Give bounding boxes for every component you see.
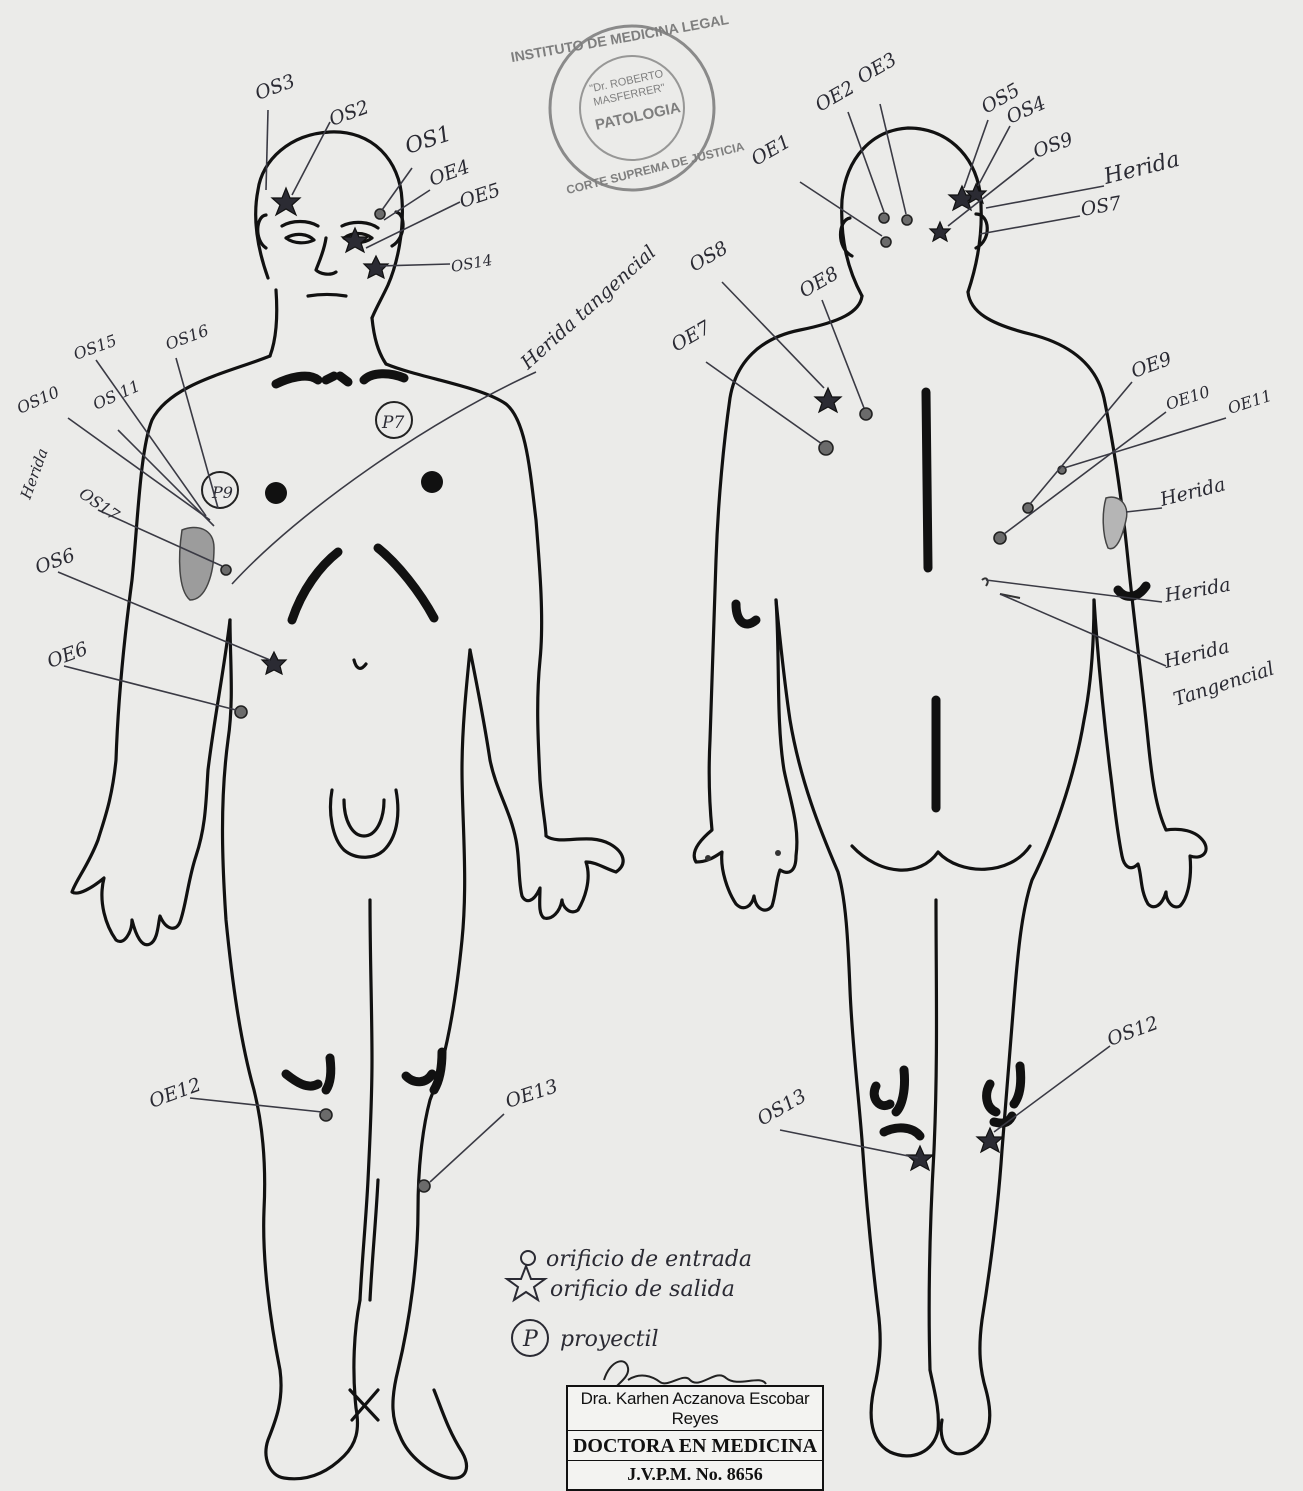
entry-mark-oe2 <box>879 213 889 223</box>
legend-projectile-label: proyectil <box>560 1327 659 1352</box>
entry-mark-oe12 <box>320 1109 332 1121</box>
label-p7: P7 <box>381 413 404 433</box>
entry-mark-oe13 <box>418 1180 430 1192</box>
doctor-title: DOCTORA EN MEDICINA <box>568 1431 822 1461</box>
legend-exit-label: orificio de salida <box>550 1277 735 1302</box>
entry-mark-os17 <box>221 565 231 575</box>
doctor-name: Dra. Karhen Aczanova Escobar Reyes <box>568 1387 822 1431</box>
entry-mark-oe3 <box>902 215 912 225</box>
legend-projectile-symbol: P <box>522 1327 539 1352</box>
legend-entry-label: orificio de entrada <box>546 1247 752 1272</box>
doctor-stamp: Dra. Karhen Aczanova Escobar Reyes DOCTO… <box>566 1385 824 1491</box>
entry-mark-oe8 <box>860 408 872 420</box>
doctor-registration: J.V.P.M. No. 8656 <box>568 1461 822 1485</box>
entry-mark-oe9 <box>1023 503 1033 513</box>
entry-mark-oe4 <box>375 209 385 219</box>
entry-mark-oe6 <box>235 706 247 718</box>
entry-mark-oe1 <box>881 237 891 247</box>
